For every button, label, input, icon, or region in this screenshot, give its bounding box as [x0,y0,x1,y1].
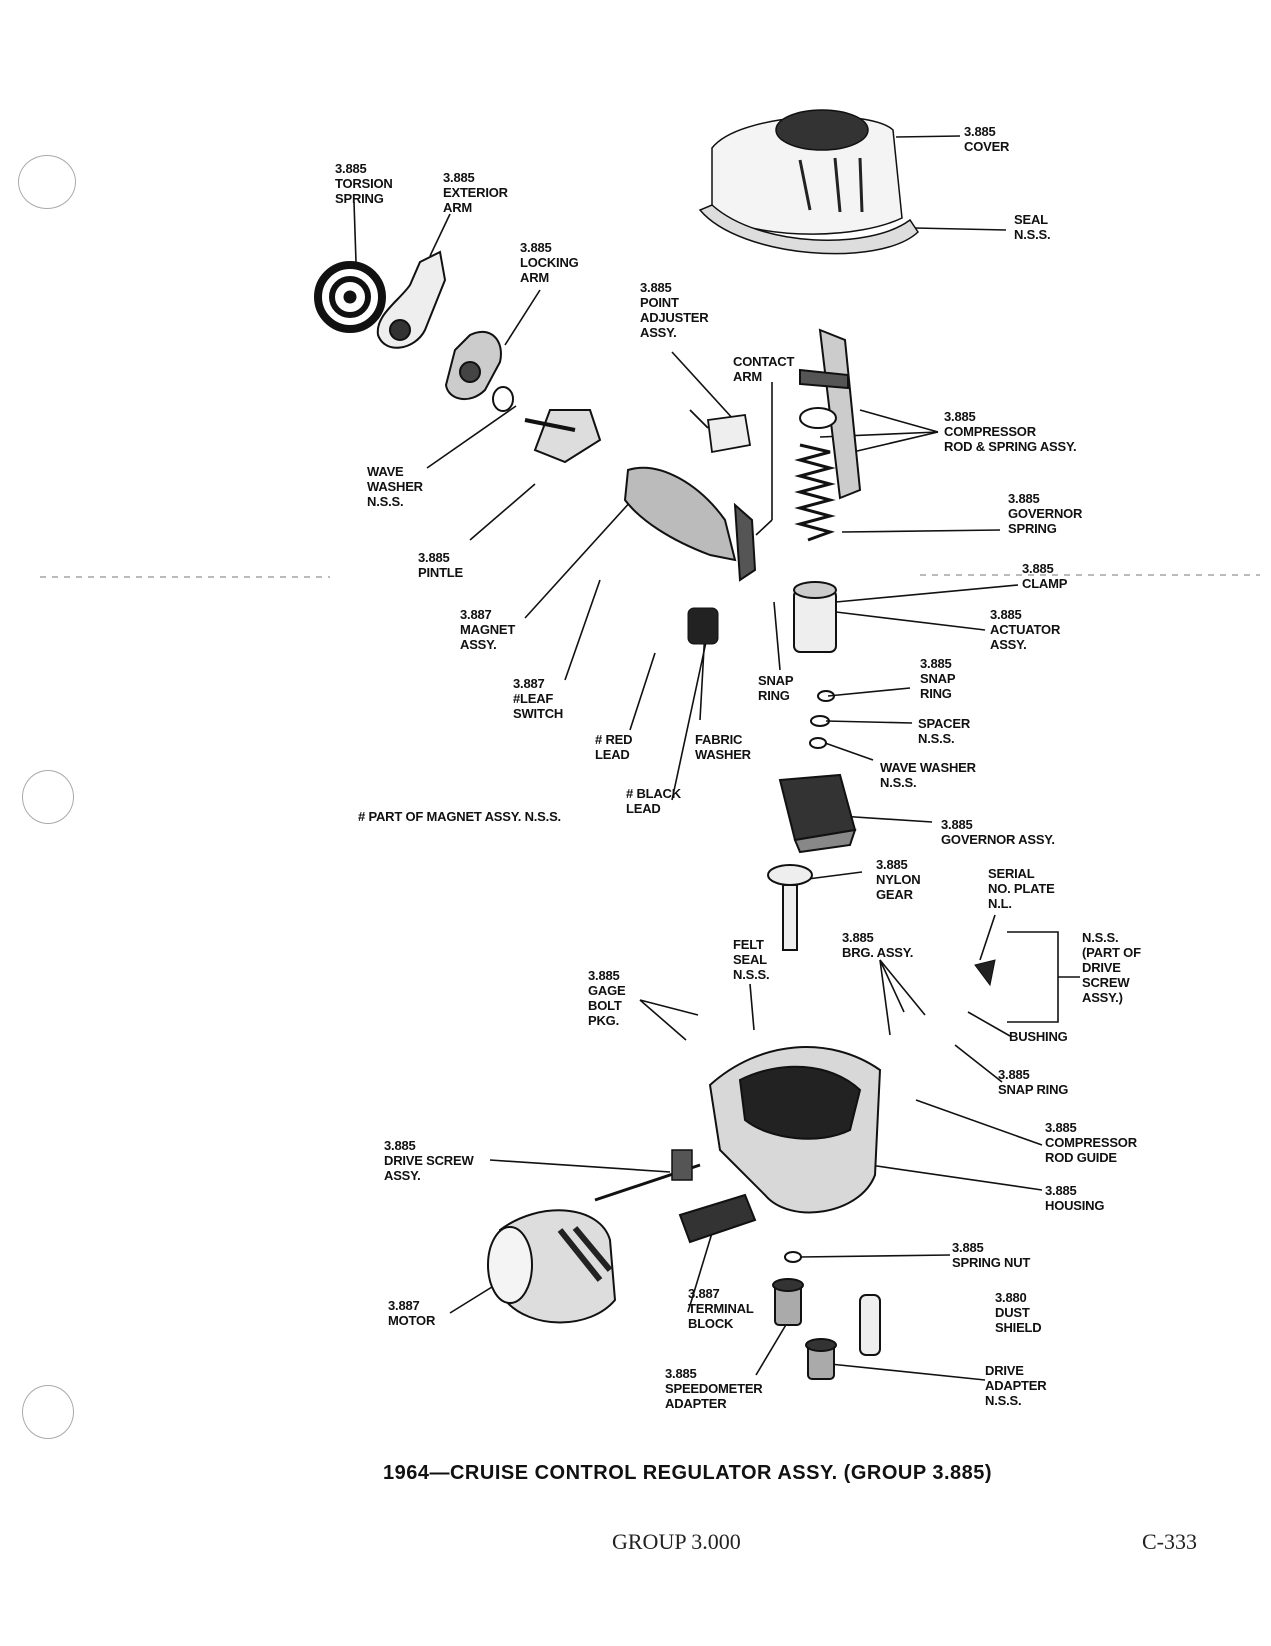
snap-ring-part [817,690,835,702]
label-red-lead: # RED LEAD [595,732,633,762]
label-bushing: BUSHING [1009,1029,1068,1044]
label-snap-ring-left: SNAP RING [758,673,794,703]
drive-adapter-part [805,1338,837,1380]
label-magnet-note: # PART OF MAGNET ASSY. N.S.S. [358,809,561,824]
wave-washer-part [492,386,514,412]
label-spacer: SPACER N.S.S. [918,716,971,746]
label-fabric-washer: FABRIC WASHER [695,732,751,762]
label-leaf-switch: 3.887#LEAF SWITCH [513,676,564,721]
label-black-lead: # BLACK LEAD [626,786,681,816]
magnet-assy-part [623,466,757,582]
label-serial-plate: SERIAL NO. PLATE N.L. [988,866,1055,911]
speedometer-adapter-part [772,1278,804,1326]
dust-shield-part [859,1294,881,1356]
exterior-arm-part [376,250,447,349]
binder-hole-top [18,155,76,209]
actuator-part [793,581,837,653]
figure-caption: 1964—CRUISE CONTROL REGULATOR ASSY. (GRO… [383,1462,993,1484]
binder-hole-middle [22,770,74,824]
binder-hole-bottom [22,1385,74,1439]
drive-screw-part [594,1149,701,1202]
locking-arm-part [444,330,502,400]
spacer-part [810,715,830,727]
governor-spring-part [794,443,836,542]
governor-assy-part [778,773,857,854]
label-seal: SEAL N.S.S. [1014,212,1051,242]
motor-part [487,1209,617,1324]
serial-plate-part [974,959,996,987]
nylon-gear-part [767,864,813,951]
wave-washer-mid-part [809,737,827,749]
footer-group-label: GROUP 3.000 [612,1529,741,1554]
label-drive-screw-note: N.S.S. (PART OF DRIVE SCREW ASSY.) [1082,930,1141,1005]
label-felt-seal: FELT SEAL N.S.S. [733,937,770,982]
coil-part [687,607,719,645]
compressor-rod-part [799,328,862,500]
terminal-block-part [678,1193,757,1244]
label-contact-arm: CONTACT ARM [733,354,795,384]
torsion-spring-part [314,261,386,333]
pintle-part [524,409,602,464]
label-wave-washer-mid: WAVE WASHER N.S.S. [880,760,976,790]
housing-part [708,1046,882,1214]
footer-page-number: C-333 [1142,1529,1197,1554]
label-drive-adapter: DRIVE ADAPTER N.S.S. [985,1363,1047,1408]
spring-nut-part [784,1251,802,1263]
cover-part [698,109,919,255]
point-adjuster-part [689,409,752,454]
label-wave-washer-top: WAVE WASHER N.S.S. [367,464,423,509]
